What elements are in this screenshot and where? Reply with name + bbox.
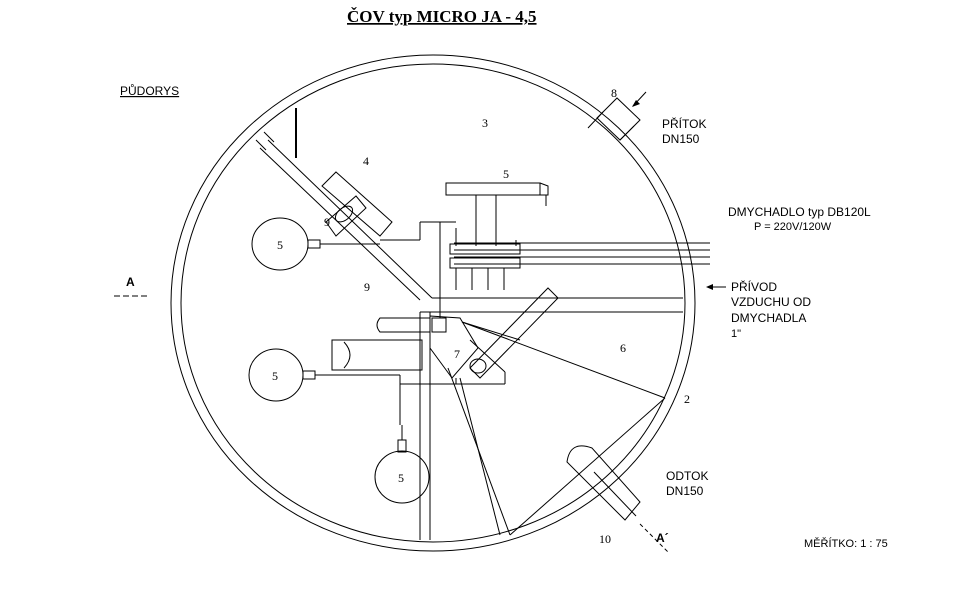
blower-label-1: DMYCHADLO typ DB120L [728,205,871,219]
label-5-disc-2: 5 [272,369,278,383]
label-4: 4 [363,154,369,168]
air-supply-label-4: 1" [731,328,741,340]
air-supply-label-1: PŘÍVOD [731,279,777,294]
airlift-unit [331,287,559,385]
diffuser-disc-1 [251,217,380,271]
label-8: 8 [611,86,617,100]
element-4 [321,171,393,237]
inflow-label-1: PŘÍTOK [662,116,706,131]
label-9-lower: 9 [364,280,370,294]
section-mark-a-prime: A´ [656,531,669,545]
air-supply-label-3: DMYCHADLA [731,311,806,325]
aeration-diffuser-top [445,182,549,230]
outflow-pipe [566,445,669,553]
label-5-disc-3: 5 [398,471,404,485]
air-manifold [380,221,710,300]
view-label: PŮDORYS [120,83,179,98]
air-supply-arrowhead-icon [706,284,713,290]
partition-walls [255,108,683,540]
label-7: 7 [454,347,460,361]
section-mark-a: A [114,275,150,297]
tank-wall [170,54,696,552]
scale-label: MĚŘÍTKO: 1 : 75 [804,537,888,550]
inflow-label-2: DN150 [662,132,700,146]
label-3: 3 [482,116,488,130]
label-9-upper: 9 [324,215,330,229]
diffuser-disc-2 [248,348,401,425]
sedimentation-zone [447,321,666,536]
svg-text:A: A [126,275,135,289]
label-5-disc-1: 5 [277,238,283,252]
outflow-label-2: DN150 [666,484,704,498]
inflow-arrowhead-icon [632,100,640,107]
label-10: 10 [599,532,611,546]
drawing-title: ČOV typ MICRO JA - 4,5 [347,7,537,26]
label-5-diffuser: 5 [503,167,509,181]
air-supply-label-2: VZDUCHU OD [731,295,811,309]
diffuser-disc-3 [374,425,430,504]
inflow-pipe [587,91,647,141]
label-2: 2 [684,392,690,406]
outflow-label-1: ODTOK [666,469,708,483]
label-6: 6 [620,341,626,355]
blower-label-2: P = 220V/120W [754,221,832,233]
